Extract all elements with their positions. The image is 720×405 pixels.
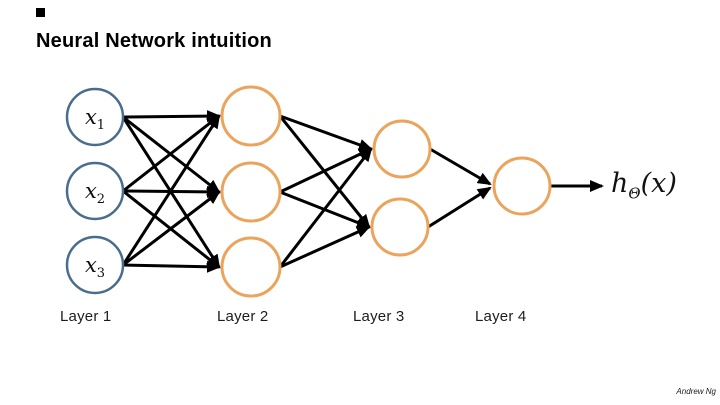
edge	[122, 110, 221, 123]
edge	[279, 147, 373, 194]
hidden-node-l2-3	[220, 236, 282, 298]
output-function-label: hΘ(x)	[611, 164, 677, 204]
hidden-node-l2-1	[220, 85, 282, 147]
layer-2-label: Layer 2	[217, 308, 269, 325]
math-base: x	[84, 179, 97, 203]
edge	[279, 225, 371, 269]
math-subscript: 1	[96, 118, 106, 134]
edge	[429, 147, 492, 186]
layer-4-label: Layer 4	[475, 308, 527, 325]
hidden-node-l2-2	[220, 161, 282, 223]
edge	[427, 186, 492, 229]
input-node-x2	[65, 161, 125, 221]
input-node-label-x2: x2	[67, 177, 123, 208]
output-node-l4-1	[492, 156, 552, 216]
layer-3-label: Layer 3	[353, 308, 405, 325]
math-base: h	[611, 168, 629, 199]
edge	[278, 147, 373, 268]
math-args: (x)	[640, 168, 677, 199]
math-base: x	[84, 105, 97, 129]
hidden-and-output-nodes	[220, 85, 552, 298]
layer-1-label: Layer 1	[60, 308, 112, 325]
edge	[121, 114, 221, 266]
input-nodes	[65, 87, 125, 295]
edge	[122, 260, 221, 273]
edges-layer3-to-layer4	[427, 147, 492, 229]
math-subscript: 2	[96, 192, 106, 208]
slide-title: Neural Network intuition	[36, 30, 272, 52]
math-subscript: 3	[96, 266, 106, 282]
edges-layer1-to-layer2	[121, 110, 221, 273]
edge	[279, 114, 373, 151]
math-subscript: Θ	[628, 184, 641, 203]
input-node-x1	[65, 87, 125, 147]
corner-artifact	[36, 8, 45, 17]
input-node-label-x3: x3	[67, 251, 123, 282]
math-base: x	[84, 253, 97, 277]
edges-layer2-to-layer3	[278, 114, 373, 269]
hidden-node-l3-1	[372, 119, 432, 179]
author-credit: Andrew Ng	[676, 387, 716, 396]
input-node-x3	[65, 235, 125, 295]
hidden-node-l3-2	[370, 197, 430, 257]
edge	[122, 114, 221, 193]
input-node-label-x1: x1	[67, 103, 123, 134]
edge	[122, 190, 221, 267]
